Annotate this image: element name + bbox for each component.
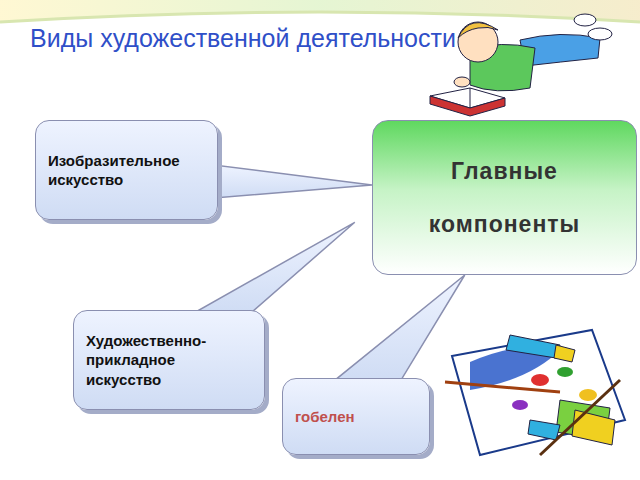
callout-bubble: Изобразительное искусство: [35, 120, 218, 220]
top-arc: [0, 12, 640, 22]
node-text: Изобразительное искусство: [48, 151, 205, 190]
callout-bubble: гобелен: [282, 378, 430, 455]
node-text: гобелен: [295, 408, 355, 425]
top-band: [0, 0, 640, 22]
text-holder: гобелен: [295, 408, 355, 425]
boy-reading: [430, 14, 612, 116]
callout-tail: [334, 275, 465, 381]
callout-tail: [192, 222, 355, 314]
callout-bubble: Художественно-прикладное искусство: [73, 310, 265, 410]
main-box: Главные компоненты: [372, 120, 637, 275]
paint-set: [445, 330, 625, 455]
callout-tail: [214, 165, 372, 198]
text-holder: Художественно-прикладное искусство: [86, 331, 252, 390]
text-holder: Изобразительное искусство: [48, 151, 205, 190]
node-text: Главные компоненты: [410, 145, 600, 251]
text-holder: Главные компоненты: [410, 145, 600, 251]
slide-title: Виды художественной деятельности: [30, 24, 456, 53]
node-text: Художественно-прикладное искусство: [86, 331, 252, 390]
